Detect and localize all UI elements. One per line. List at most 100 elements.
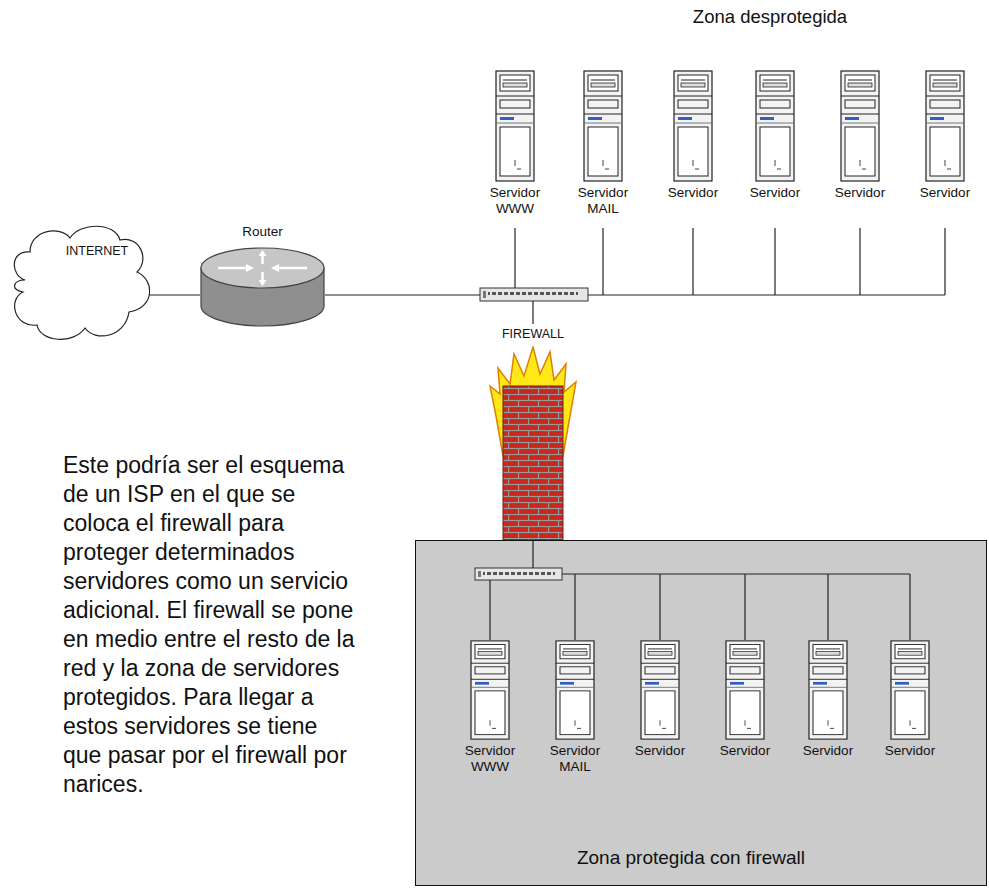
server-light xyxy=(813,682,827,685)
firewall-node: FIREWALL xyxy=(488,326,578,540)
switch-symbol xyxy=(480,288,588,301)
server-icon xyxy=(495,70,535,182)
server-light xyxy=(895,682,909,685)
server-light xyxy=(930,117,944,120)
server-drive xyxy=(816,652,840,656)
server-panel xyxy=(475,691,505,735)
server-bay xyxy=(813,667,843,674)
server-node: Servidor xyxy=(822,70,898,201)
server-mark xyxy=(945,160,946,166)
server-node: Servidor xyxy=(737,70,813,201)
cable xyxy=(659,574,660,640)
server-mark xyxy=(575,720,576,725)
internet-cloud: INTERNET xyxy=(5,220,150,348)
server-panel xyxy=(845,127,875,176)
server-slot xyxy=(733,648,757,649)
server-light xyxy=(475,682,489,685)
server-divider xyxy=(674,123,712,124)
router-node: Router xyxy=(200,224,325,330)
protected-zone: Zona protegida con firewallServidor WWWS… xyxy=(415,540,987,886)
server-case xyxy=(556,641,594,739)
server-icon xyxy=(725,640,765,740)
note-text: Este podría ser el esquema de un ISP en … xyxy=(63,451,358,799)
server-label: Servidor WWW xyxy=(483,185,547,217)
server-label: Servidor xyxy=(828,185,892,201)
cable xyxy=(909,574,910,640)
server-mark xyxy=(662,728,666,729)
server-icon xyxy=(840,70,880,182)
server-case xyxy=(841,71,879,181)
server-label: Servidor xyxy=(878,743,942,759)
server-bay xyxy=(500,75,530,91)
server-bay xyxy=(895,667,925,674)
server-case xyxy=(891,641,929,739)
server-divider xyxy=(756,123,794,124)
server-case xyxy=(641,641,679,739)
server-case xyxy=(496,71,534,181)
server-label: Servidor xyxy=(661,185,725,201)
server-label: Servidor MAIL xyxy=(571,185,635,217)
server-icon xyxy=(470,640,510,740)
server-slot xyxy=(648,648,672,649)
server-node: Servidor MAIL xyxy=(565,70,641,217)
server-slot xyxy=(816,648,840,649)
server-mark xyxy=(695,169,699,170)
cable xyxy=(489,580,490,640)
server-mark xyxy=(828,720,829,725)
server-slot xyxy=(563,648,587,649)
server-light xyxy=(678,117,692,120)
server-mark xyxy=(777,169,781,170)
router-arrow xyxy=(271,264,279,272)
server-label: Servidor xyxy=(743,185,807,201)
server-icon xyxy=(673,70,713,182)
server-drive xyxy=(848,83,872,87)
server-bay xyxy=(730,667,760,674)
server-mark xyxy=(862,169,866,170)
server-divider xyxy=(926,114,964,115)
server-drive xyxy=(933,83,957,87)
server-slot xyxy=(478,648,502,649)
server-case xyxy=(809,641,847,739)
server-divider xyxy=(496,114,534,115)
server-mark xyxy=(910,720,911,725)
server-divider xyxy=(584,114,622,115)
server-bay xyxy=(645,667,675,674)
server-bay xyxy=(730,644,760,658)
server-mark xyxy=(775,160,776,166)
server-divider xyxy=(674,114,712,115)
server-mark xyxy=(745,720,746,725)
server-drive xyxy=(648,652,672,656)
server-mark xyxy=(660,720,661,725)
server-divider xyxy=(471,679,509,680)
server-slot xyxy=(933,80,957,81)
server-bay xyxy=(760,100,790,108)
router-arrow xyxy=(218,267,246,270)
cable xyxy=(827,574,828,640)
server-divider xyxy=(641,663,679,664)
server-light xyxy=(760,117,774,120)
firewall-wall xyxy=(503,386,563,540)
server-icon xyxy=(808,640,848,740)
server-divider xyxy=(891,663,929,664)
cable xyxy=(574,574,575,640)
server-panel xyxy=(500,127,530,176)
server-case xyxy=(756,71,794,181)
server-divider xyxy=(841,123,879,124)
server-mark xyxy=(605,169,609,170)
router-arrow xyxy=(261,256,264,264)
switch-symbol xyxy=(475,568,562,580)
server-label: Servidor xyxy=(628,743,692,759)
server-slot xyxy=(681,80,705,81)
switch-led xyxy=(478,571,481,577)
server-bay xyxy=(645,644,675,658)
server-light xyxy=(645,682,659,685)
server-drive xyxy=(681,83,705,87)
router-arrow xyxy=(259,250,267,256)
server-drive xyxy=(763,83,787,87)
server-divider xyxy=(809,663,847,664)
server-case xyxy=(726,641,764,739)
server-mark xyxy=(912,728,916,729)
switch-ports xyxy=(483,571,555,575)
server-light xyxy=(730,682,744,685)
